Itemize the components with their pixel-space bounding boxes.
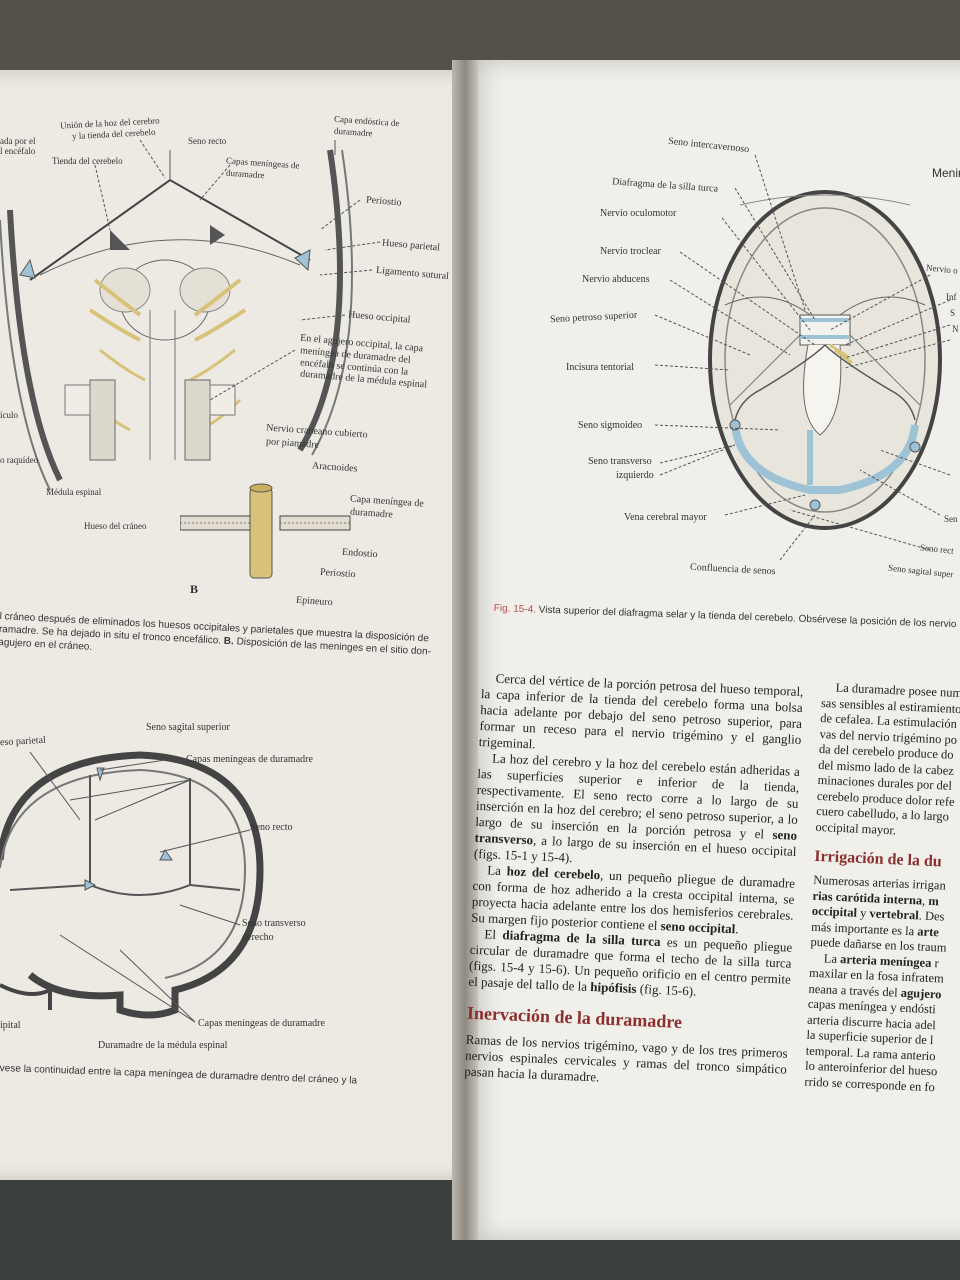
figb-letter: B [190,582,199,596]
figa-label-raquideo: o raquídeo [0,455,39,465]
figc-label-dura-medula: Duramadre de la médula espinal [98,1040,228,1051]
section-heading-irrigacion: Irrigación de la du [813,847,943,871]
figc-label-capas-men: Capas meníngeas de duramadre [186,754,313,765]
figb-label-hueso-craneo: Hueso del cráneo [84,521,147,531]
figure-b-illustration [180,483,351,579]
figc-label-seno-trans1: Seno transverso [242,918,306,929]
figa-label-iculo: ículo [0,410,18,420]
figa-label-l2: l encéfalo [0,146,36,156]
fig154-label-abducens: Nervio abducens [582,274,650,285]
figa-label-tienda: Tienda del cerebelo [52,156,123,166]
fig154-caption-number: Fig. 15-4. [493,602,537,616]
fig154-label-troclear: Nervio troclear [600,246,661,257]
fig154-label-transverso1: Seno transverso [588,456,652,467]
paragraph-1: Cerca del vértice de la porción petrosa … [478,670,804,752]
figa-label-medula: Médula espinal [46,487,102,497]
figure-a-illustration [0,139,381,491]
fig154-label-sigmoideo: Seno sigmoideo [578,420,643,431]
section-heading-inervacion: Inervación de la duramadre [466,1002,683,1033]
figc-label-seno-trans2: derecho [242,932,274,943]
book-gutter [452,60,478,1240]
figure-15-4-illustration [708,190,942,530]
body-column-1: Cerca del vértice de la porción petrosa … [464,670,804,1094]
fig154-label-vena: Vena cerebral mayor [624,512,707,523]
fig154-label-s: S [950,308,956,318]
figure-c-illustration [0,751,264,1023]
fig154-label-n: N [952,324,959,334]
figc-label-seno-sagital: Seno sagital superior [146,722,230,733]
figc-label-seno-recto: Seno recto [250,822,293,833]
figure-15-4-leaders [654,154,951,561]
paragraph-2: La hoz del cerebro y la hoz del cerebelo… [473,750,801,866]
figa-label-l1: ada por el [0,136,36,146]
fig154-label-incisura: Incisura tentorial [566,362,635,373]
paragraph-4: El diafragma de la silla turca es un peq… [468,926,793,999]
fig154-label-transverso2: izquierdo [616,470,654,481]
figc-label-ipital: ipital [0,1020,21,1031]
fig154-label-sen: Sen [944,514,958,524]
fig154-label-oculomotor: Nervio oculomotor [600,208,677,219]
figa-label-seno-recto: Seno recto [188,136,227,146]
figc-label-capas-men2: Capas meníngeas de duramadre [198,1018,325,1029]
fig154-label-inf: Inf [946,292,957,302]
body-column-2: La duramadre posee num sas sensibles al … [804,680,960,1096]
running-header: Menin [932,166,960,180]
